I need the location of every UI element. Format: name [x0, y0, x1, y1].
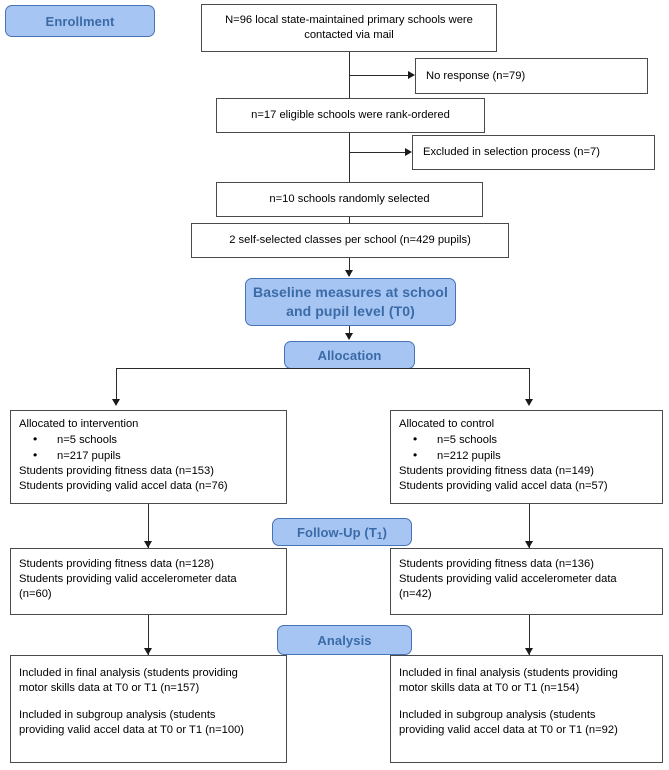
connector-baseline-to-allocation	[349, 326, 350, 339]
arrow-analysis-intervention	[144, 648, 152, 655]
connector-intervention-to-followup	[148, 504, 149, 548]
box-followup-control-accel-line2: (n=42)	[399, 588, 432, 600]
arrow-excluded	[405, 148, 412, 156]
box-followup-intervention: Students providing fitness data (n=128) …	[10, 548, 287, 615]
box-analysis-control-final-line2: motor skills data at T0 or T1 (n=154)	[399, 682, 580, 694]
stage-label-baseline-measures: Baseline measures at school and pupil le…	[245, 278, 456, 326]
box-eligible-schools-text: n=17 eligible schools were rank-ordered	[251, 109, 450, 121]
stage-label-enrollment: Enrollment	[5, 5, 155, 37]
arrow-allocation-control	[525, 399, 533, 406]
box-excluded-selection-text: Excluded in selection process (n=7)	[423, 146, 600, 158]
connector-control-to-analysis	[529, 615, 530, 655]
stage-label-followup-subscript: 1	[376, 530, 383, 542]
box-allocated-intervention-bullets: n=5 schools n=217 pupils	[19, 431, 278, 464]
list-item: n=217 pupils	[19, 447, 278, 464]
box-followup-intervention-fitness: Students providing fitness data (n=128)	[19, 558, 214, 570]
box-followup-intervention-accel-line2: (n=60)	[19, 588, 52, 600]
connector-intervention-to-analysis	[148, 615, 149, 655]
box-allocated-control: Allocated to control n=5 schools n=212 p…	[390, 410, 663, 504]
stage-label-allocation: Allocation	[284, 341, 415, 369]
box-analysis-intervention-final-line1: Included in final analysis (students pro…	[19, 667, 238, 679]
connector-branch-excluded	[349, 152, 405, 153]
box-analysis-intervention: Included in final analysis (students pro…	[10, 655, 287, 763]
spacer	[399, 696, 654, 708]
stage-label-enrollment-text: Enrollment	[45, 13, 115, 29]
box-analysis-control: Included in final analysis (students pro…	[390, 655, 663, 763]
box-allocated-intervention: Allocated to intervention n=5 schools n=…	[10, 410, 287, 504]
stage-label-analysis: Analysis	[277, 625, 412, 655]
box-analysis-intervention-subgroup-line2: providing valid accel data at T0 or T1 (…	[19, 724, 245, 736]
connector-classes-to-baseline	[349, 258, 350, 276]
box-allocated-intervention-accel: Students providing valid accel data (n=7…	[19, 480, 228, 492]
connector-allocation-left-drop	[116, 368, 117, 404]
list-item: n=5 schools	[399, 431, 654, 448]
box-followup-control: Students providing fitness data (n=136) …	[390, 548, 663, 615]
box-analysis-control-subgroup-line1: Included in subgroup analysis (students	[399, 709, 596, 721]
box-selected-classes: 2 self-selected classes per school (n=42…	[191, 223, 509, 258]
box-selected-classes-text: 2 self-selected classes per school (n=42…	[229, 234, 471, 246]
list-item: n=5 schools	[19, 431, 278, 448]
connector-control-to-followup	[529, 504, 530, 548]
box-allocated-control-bullets: n=5 schools n=212 pupils	[399, 431, 654, 464]
stage-label-followup: Follow-Up (T1)	[272, 518, 412, 546]
stage-label-followup-prefix: Follow-Up (T	[296, 524, 377, 540]
box-followup-control-accel-line1: Students providing valid accelerometer d…	[399, 573, 617, 585]
box-allocated-control-heading: Allocated to control	[399, 418, 495, 430]
box-allocated-control-accel: Students providing valid accel data (n=5…	[399, 480, 608, 492]
arrow-allocation-intervention	[112, 399, 120, 406]
box-eligible-schools: n=17 eligible schools were rank-ordered	[216, 98, 485, 133]
box-schools-selected-text: n=10 schools randomly selected	[269, 193, 430, 205]
arrow-followup-intervention	[144, 541, 152, 548]
arrow-allocation	[345, 333, 353, 340]
box-followup-control-fitness: Students providing fitness data (n=136)	[399, 558, 594, 570]
connector-branch-no-response	[349, 75, 408, 76]
box-analysis-intervention-subgroup-line1: Included in subgroup analysis (students	[19, 709, 216, 721]
list-item: n=212 pupils	[399, 447, 654, 464]
spacer	[19, 696, 278, 708]
box-allocated-control-fitness: Students providing fitness data (n=149)	[399, 465, 594, 477]
arrow-analysis-control	[525, 648, 533, 655]
box-schools-selected: n=10 schools randomly selected	[216, 182, 483, 217]
stage-label-analysis-text: Analysis	[317, 632, 372, 648]
stage-baseline-line2: and pupil level (T0)	[286, 303, 415, 319]
connector-trunk-enrollment-2	[349, 133, 350, 182]
box-schools-contacted-line1: N=96 local state-maintained primary scho…	[225, 14, 473, 26]
box-excluded-selection: Excluded in selection process (n=7)	[412, 135, 655, 170]
arrow-baseline	[345, 270, 353, 277]
box-allocated-intervention-fitness: Students providing fitness data (n=153)	[19, 465, 214, 477]
arrow-followup-control	[525, 541, 533, 548]
box-allocated-intervention-heading: Allocated to intervention	[19, 418, 139, 430]
connector-selected-to-classes	[349, 217, 350, 223]
box-analysis-intervention-final-line2: motor skills data at T0 or T1 (n=157)	[19, 682, 200, 694]
box-no-response-text: No response (n=79)	[426, 69, 526, 82]
box-followup-intervention-accel-line1: Students providing valid accelerometer d…	[19, 573, 237, 585]
connector-allocation-right-drop	[529, 368, 530, 404]
box-no-response: No response (n=79)	[415, 58, 648, 94]
box-analysis-control-subgroup-line2: providing valid accel data at T0 or T1 (…	[399, 724, 618, 736]
box-schools-contacted-line2: contacted via mail	[304, 29, 394, 41]
stage-label-followup-suffix: )	[382, 524, 387, 540]
box-analysis-control-final-line1: Included in final analysis (students pro…	[399, 667, 618, 679]
arrow-no-response	[408, 71, 415, 79]
connector-allocation-split	[116, 368, 529, 369]
box-schools-contacted: N=96 local state-maintained primary scho…	[201, 4, 497, 52]
stage-baseline-line1: Baseline measures at school	[253, 284, 448, 300]
stage-label-followup-text: Follow-Up (T1)	[296, 524, 387, 542]
stage-label-allocation-text: Allocation	[317, 347, 382, 363]
